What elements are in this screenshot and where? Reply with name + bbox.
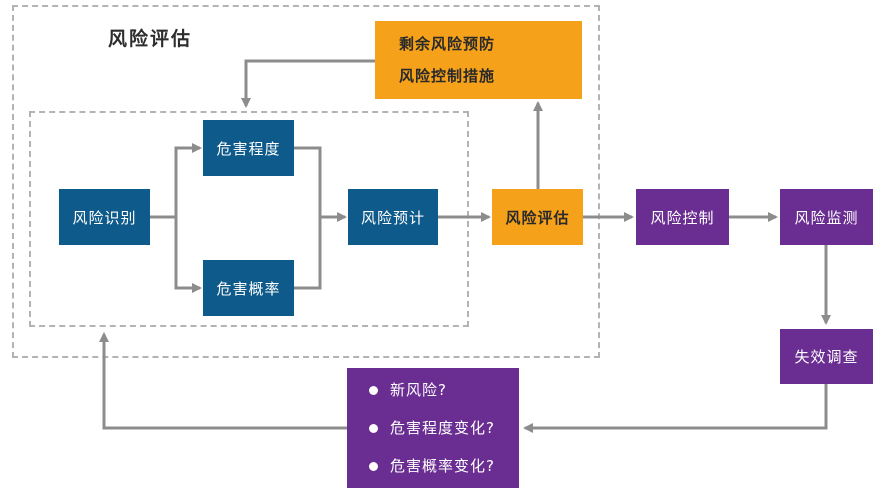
diagram-title: 风险评估 xyxy=(108,28,193,50)
question-text: 危害程度变化? xyxy=(390,419,495,437)
node-risk-control: 风险控制 xyxy=(636,189,729,245)
risk-analysis-inner-frame xyxy=(29,111,469,327)
node-risk-identification: 风险识别 xyxy=(59,189,150,245)
node-risk-estimation: 风险预计 xyxy=(348,189,438,245)
node-risk-evaluation: 风险评估 xyxy=(492,189,583,245)
node-hazard-severity: 危害程度 xyxy=(203,120,294,176)
arrow-residual-to-analysis xyxy=(241,59,375,108)
node-residual-risk: 剩余风险预防 风险控制措施 xyxy=(375,21,582,99)
arrow-probability-to-estimate xyxy=(294,217,322,290)
arrow-identify-to-severity xyxy=(150,143,202,219)
node-risk-monitoring: 风险监测 xyxy=(780,189,873,245)
question-item: 新风险? xyxy=(369,371,447,409)
question-item: 危害概率变化? xyxy=(369,447,495,485)
node-failure-investigation: 失效调查 xyxy=(780,329,873,384)
arrow-identify-to-probability xyxy=(174,217,202,293)
bullet-dot-icon xyxy=(369,423,378,433)
residual-line-2: 风险控制措施 xyxy=(399,67,496,85)
risk-assessment-outer-frame xyxy=(12,5,600,358)
arrow-failure-to-questions xyxy=(523,384,828,433)
residual-line-1: 剩余风险预防 xyxy=(399,35,496,53)
arrow-questions-to-analysis xyxy=(99,332,347,430)
bullet-dot-icon xyxy=(369,461,378,471)
node-change-questions: 新风险? 危害程度变化? 危害概率变化? xyxy=(347,368,519,488)
bullet-dot-icon xyxy=(369,385,378,395)
question-item: 危害程度变化? xyxy=(369,409,495,447)
question-text: 危害概率变化? xyxy=(390,457,495,475)
arrow-severity-to-estimate xyxy=(294,146,347,222)
node-hazard-probability: 危害概率 xyxy=(203,260,294,316)
question-text: 新风险? xyxy=(390,381,447,399)
